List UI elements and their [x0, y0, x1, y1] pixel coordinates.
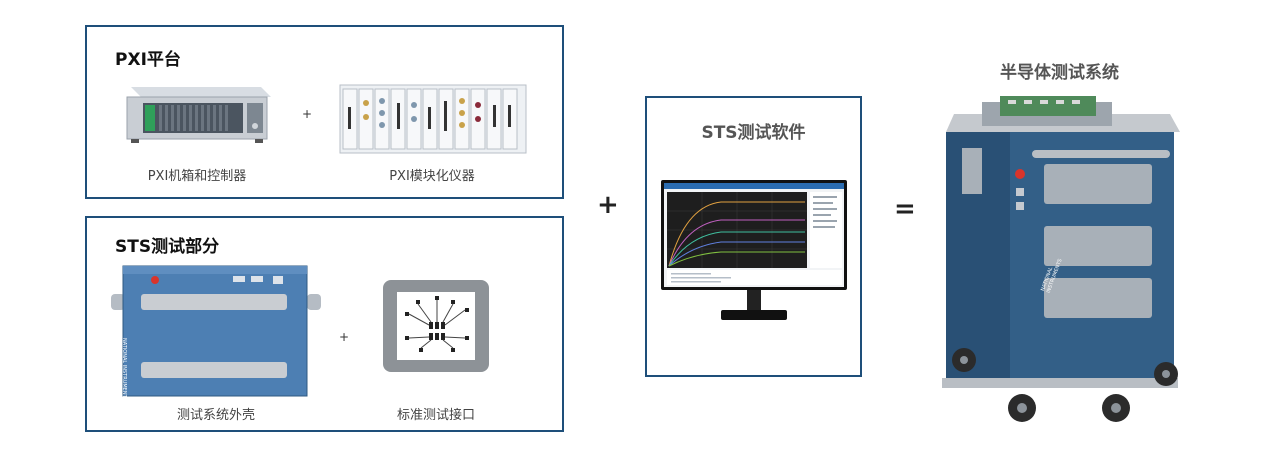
pxi-modules-caption: PXI模块化仪器: [389, 169, 475, 184]
pxi-chassis-image: [126, 87, 271, 143]
equals-operator: =: [894, 194, 916, 224]
sts-enclosure-image: [111, 265, 321, 397]
software-monitor-image: [661, 180, 847, 320]
sts-interface-image: [383, 280, 489, 372]
sts-plus-sign: +: [339, 330, 350, 344]
result-title: 半导体测试系统: [1000, 63, 1119, 83]
pxi-modules-image: [339, 84, 527, 154]
sts-enclosure-brand: NATIONAL INSTRUMENTS: [121, 338, 127, 401]
sts-interface-caption: 标准测试接口: [396, 408, 475, 423]
pxi-platform-panel: PXI平台 +: [85, 25, 564, 199]
plus-operator: +: [597, 190, 619, 220]
pxi-chassis-caption: PXI机箱和控制器: [147, 169, 247, 184]
sts-panel-title: STS测试部分: [115, 237, 220, 257]
sts-test-part-panel: STS测试部分 NATIONAL INSTRUMENTS +: [85, 216, 564, 432]
pxi-plus-sign: +: [302, 107, 313, 121]
pxi-panel-title: PXI平台: [115, 50, 181, 70]
sts-software-panel: STS测试软件: [645, 96, 862, 377]
sts-enclosure-caption: 测试系统外壳: [176, 408, 255, 423]
semiconductor-test-system-image: [942, 96, 1180, 422]
software-panel-title: STS测试软件: [701, 123, 806, 143]
